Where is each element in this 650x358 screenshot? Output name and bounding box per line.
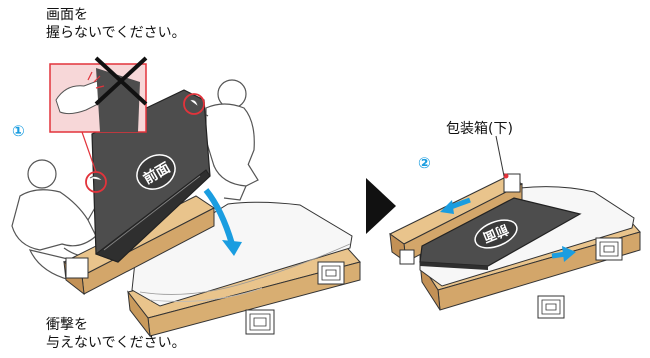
left-box-base bbox=[127, 201, 361, 338]
box-label-leader bbox=[495, 135, 505, 177]
top-warning-line1: 画面を bbox=[46, 7, 88, 23]
step-2-number: ② bbox=[418, 154, 431, 172]
step-1-number: ① bbox=[12, 122, 25, 140]
lower-panel-arrow bbox=[203, 188, 235, 245]
top-warning-line2: 握らないでください。 bbox=[46, 25, 186, 41]
slide-left-arrowhead bbox=[440, 200, 454, 214]
lower-panel-arrowhead bbox=[222, 240, 242, 256]
box-bottom-label: 包装箱(下) bbox=[446, 121, 513, 137]
next-step-arrow bbox=[366, 178, 396, 234]
tv-panel-left bbox=[91, 89, 211, 263]
slide-right-arrowhead bbox=[562, 246, 576, 262]
warning-inset bbox=[49, 56, 148, 173]
bottom-warning-line1: 衝撃を bbox=[46, 317, 88, 333]
tv-panel-right bbox=[419, 197, 582, 270]
bottom-warning-line2: 与えないでください。 bbox=[46, 335, 186, 351]
person-right-illustration bbox=[185, 79, 259, 201]
